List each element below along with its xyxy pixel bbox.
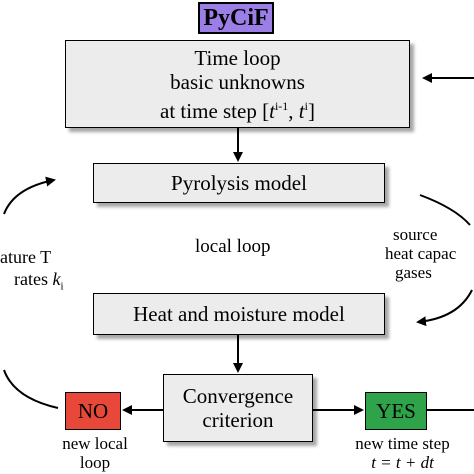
superscript-i-minus-1: i-1 (274, 98, 289, 113)
k-symbol: k (52, 269, 61, 289)
right-side-text: source heat capac gases (385, 225, 474, 282)
time-step-separator: , (288, 98, 299, 123)
no-caption-line2: loop (79, 453, 111, 472)
k-subscript: i (60, 280, 64, 293)
convergence-criterion-box: Convergence criterion (163, 374, 313, 442)
pyrolysis-label: Pyrolysis model (171, 171, 307, 195)
yes-label: YES (376, 399, 416, 423)
superscript-i: i (304, 98, 308, 113)
yes-caption: new time step t = t + dt (345, 434, 460, 472)
no-caption: new local loop (50, 434, 140, 472)
pycif-logo: PyCiF (198, 2, 274, 34)
right-side-line3: gases (395, 263, 432, 282)
time-step-prefix: at time step [ (160, 98, 270, 123)
no-label: NO (77, 399, 109, 423)
arrow-left-curve-top (3, 176, 56, 215)
no-box: NO (65, 392, 121, 430)
yes-box: YES (365, 392, 427, 430)
local-loop-label: local loop (195, 236, 271, 257)
no-caption-line1: new local (62, 434, 128, 453)
left-side-line2: rates ki (0, 268, 64, 298)
time-step-suffix: ] (307, 98, 315, 123)
convergence-line2: criterion (202, 408, 274, 432)
yes-caption-line1: new time step (355, 434, 450, 453)
time-loop-step: at time step [ti-1, ti] (160, 94, 315, 123)
time-loop-title: Time loop (194, 45, 281, 70)
yes-caption-line2: t = t + dt (371, 453, 434, 472)
t-symbol-2: t (298, 98, 305, 123)
left-rates-prefix: rates (14, 269, 53, 289)
left-side-text: ature T rates ki (0, 246, 64, 298)
right-side-line1: source (393, 225, 438, 244)
heat-moisture-model-box: Heat and moisture model (93, 293, 385, 335)
right-side-line2: heat capac (385, 244, 457, 263)
time-loop-unknowns: basic unknowns (170, 69, 305, 94)
heat-label: Heat and moisture model (133, 302, 345, 326)
time-loop-box: Time loop basic unknowns at time step [t… (65, 40, 410, 128)
arrow-right-curve-bottom (416, 289, 473, 327)
convergence-line1: Convergence (182, 384, 294, 408)
logo-text: PyCiF (203, 4, 269, 31)
arrow-right-curve-top (419, 194, 471, 226)
arrow-left-curve-bottom (3, 369, 59, 409)
t-symbol-1: t (269, 98, 275, 123)
left-side-line1: ature T (0, 247, 52, 267)
pyrolysis-model-box: Pyrolysis model (93, 163, 385, 203)
